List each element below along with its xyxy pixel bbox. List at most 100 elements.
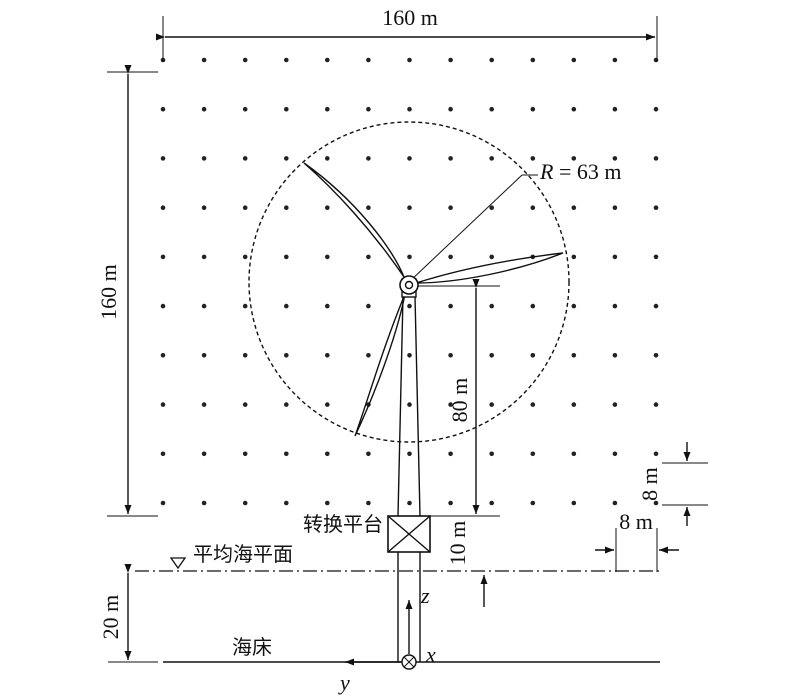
grid-point <box>571 303 577 309</box>
grid-point <box>325 303 330 309</box>
grid-point <box>448 500 453 506</box>
grid-point <box>530 303 536 309</box>
grid-point <box>284 106 289 112</box>
grid-point <box>612 402 618 407</box>
grid-point <box>653 303 659 309</box>
grid-point <box>407 205 412 210</box>
grid-point <box>242 254 248 260</box>
grid-point <box>571 254 577 260</box>
grid-point <box>284 156 289 161</box>
grid-point <box>201 254 207 260</box>
grid-point <box>448 303 453 309</box>
grid-point <box>201 156 207 161</box>
grid-point <box>366 106 371 112</box>
grid-point <box>612 57 618 63</box>
grid-point <box>242 106 248 112</box>
grid-point <box>530 205 536 210</box>
grid-point <box>242 57 248 63</box>
hub-icon <box>399 275 419 298</box>
water-depth-dimension: 20 m <box>98 564 158 663</box>
grid-point <box>612 353 618 358</box>
water-depth-label: 20 m <box>98 595 123 640</box>
grid-point <box>160 156 166 161</box>
top-width-label: 160 m <box>382 5 438 30</box>
grid-point <box>160 205 166 210</box>
grid-point <box>530 451 536 457</box>
horizontal-spacing-label: 8 m <box>619 509 653 534</box>
grid-point <box>489 156 495 161</box>
grid-point <box>201 500 207 506</box>
grid-point <box>448 254 453 260</box>
grid-point <box>160 303 166 309</box>
grid-point <box>489 353 495 358</box>
grid-point <box>325 106 330 112</box>
grid-point <box>160 106 166 112</box>
grid-point <box>571 106 577 112</box>
platform-label: 转换平台 <box>303 512 383 536</box>
grid-point <box>284 57 289 63</box>
grid-point <box>284 205 289 210</box>
left-height-dimension: 160 m <box>96 65 158 517</box>
grid-point <box>407 156 412 161</box>
axis-x-into-page-icon <box>401 654 417 670</box>
grid-point <box>489 254 495 260</box>
grid-point <box>530 353 536 358</box>
grid-point <box>653 254 659 260</box>
grid-point <box>325 451 330 457</box>
grid-point <box>325 402 330 407</box>
top-width-dimension: 160 m <box>156 5 658 62</box>
grid-point <box>612 205 618 210</box>
grid-point <box>201 57 207 63</box>
radius-indicator: R = 63 m <box>408 159 621 283</box>
grid-point <box>407 451 412 457</box>
grid-point <box>407 106 412 112</box>
grid-points <box>160 57 659 506</box>
grid-point <box>407 254 412 260</box>
vertical-spacing-dimension: 8 m <box>637 442 708 526</box>
grid-point <box>242 303 248 309</box>
grid-point <box>448 106 453 112</box>
left-height-label: 160 m <box>96 264 121 320</box>
grid-point <box>284 353 289 358</box>
grid-point <box>653 205 659 210</box>
grid-point <box>160 402 166 407</box>
grid-point <box>653 500 659 506</box>
grid-point <box>571 205 577 210</box>
grid-point <box>160 500 166 506</box>
grid-point <box>612 106 618 112</box>
grid-point <box>284 402 289 407</box>
grid-point <box>489 402 495 407</box>
grid-point <box>407 303 412 309</box>
grid-point <box>366 303 371 309</box>
grid-point <box>448 57 453 63</box>
axis-x-label: x <box>425 642 436 667</box>
grid-point <box>160 254 166 260</box>
grid-point <box>325 500 330 506</box>
vertical-spacing-label: 8 m <box>637 467 662 501</box>
grid-point <box>612 451 618 457</box>
grid-point <box>653 106 659 112</box>
grid-point <box>448 205 453 210</box>
grid-point <box>242 353 248 358</box>
grid-point <box>612 156 618 161</box>
grid-point <box>530 156 536 161</box>
grid-point <box>160 451 166 457</box>
grid-point <box>530 106 536 112</box>
grid-point <box>325 353 330 358</box>
grid-point <box>366 205 371 210</box>
grid-point <box>653 402 659 407</box>
coordinate-axes: z y x <box>338 583 436 695</box>
grid-point <box>571 451 577 457</box>
grid-point <box>653 57 659 63</box>
horizontal-spacing-dimension: 8 m <box>595 509 679 572</box>
grid-point <box>489 57 495 63</box>
platform-height-label: 10 m <box>445 521 470 566</box>
grid-point <box>448 402 453 407</box>
grid-point <box>284 451 289 457</box>
grid-point <box>284 500 289 506</box>
grid-point <box>530 402 536 407</box>
grid-point <box>612 254 618 260</box>
grid-point <box>366 254 371 260</box>
grid-point <box>612 500 618 506</box>
